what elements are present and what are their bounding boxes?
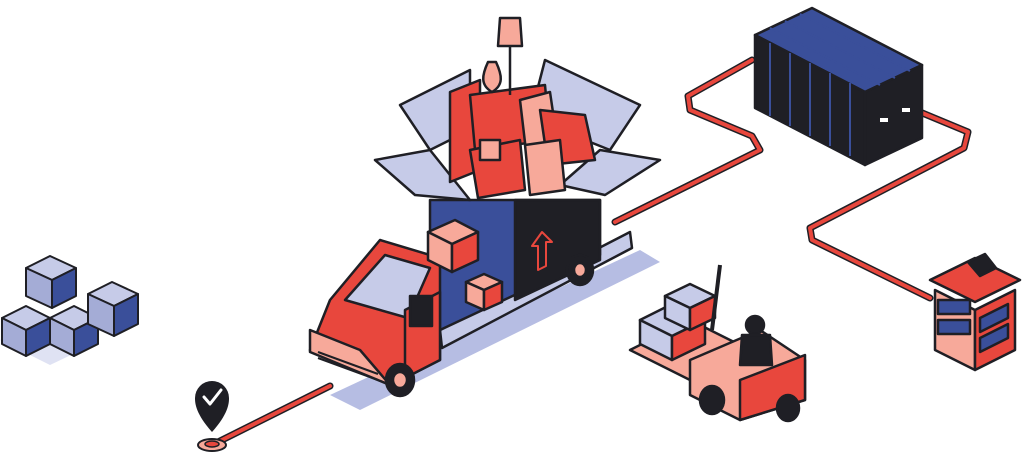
truck-grille [317, 351, 379, 381]
shipping-container [753, 6, 924, 167]
delivery-truck [308, 198, 660, 410]
route-lines [208, 56, 972, 449]
upload-arrow-icon [531, 231, 553, 271]
open-furniture-box [373, 16, 662, 202]
stacked-boxes [0, 255, 139, 365]
forklift-with-worker [628, 264, 807, 423]
location-check-pin-icon [195, 381, 229, 452]
delivery-kiosk [928, 252, 1022, 372]
